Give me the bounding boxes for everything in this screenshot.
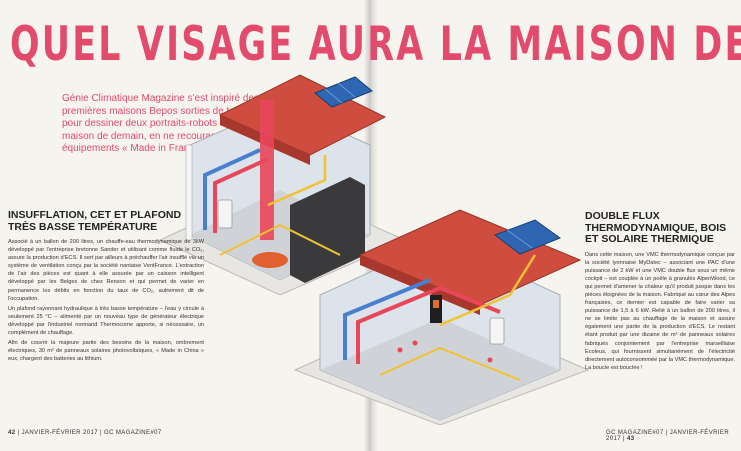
- left-article: INSUFFLATION, CET ET PLAFOND TRÈS BASSE …: [8, 209, 204, 365]
- footer-left: 42 | JANVIER-FÉVRIER 2017 | GC MAGAZINE#…: [8, 430, 162, 436]
- headline: QUEL VISAGE AURA LA MAISON DE DEMAIN ?: [10, 17, 741, 72]
- footer-right-text: GC MAGAZINE#07 | JANVIER-FÉVRIER 2017 |: [606, 430, 730, 442]
- footer-right: GC MAGAZINE#07 | JANVIER-FÉVRIER 2017 | …: [606, 430, 741, 442]
- right-article-heading: DOUBLE FLUX THERMODYNAMIQUE, BOIS ET SOL…: [585, 210, 727, 245]
- house-illustration-2: [293, 209, 590, 425]
- right-article: DOUBLE FLUX THERMODYNAMIQUE, BOIS ET SOL…: [585, 210, 735, 372]
- intro-paragraph: Génie Climatique Magazine s'est inspiré …: [62, 93, 272, 155]
- left-article-paragraph-1: Associé à un ballon de 200 litres, un ch…: [8, 239, 204, 302]
- left-article-paragraph-3: Afin de couvrir la majeure partie des be…: [8, 340, 204, 363]
- page-number-left: 42: [8, 430, 16, 436]
- page-number-right: 43: [627, 436, 635, 442]
- left-article-paragraph-2: Un plafond rayonnant hydraulique à très …: [8, 305, 204, 337]
- footer-left-text: | JANVIER-FÉVRIER 2017 | GC MAGAZINE#07: [15, 430, 162, 436]
- right-article-paragraph: Dans cette maison, une VMC thermodynamiq…: [585, 251, 735, 371]
- left-article-heading: INSUFFLATION, CET ET PLAFOND TRÈS BASSE …: [8, 209, 182, 233]
- house-illustration-1: [158, 74, 407, 295]
